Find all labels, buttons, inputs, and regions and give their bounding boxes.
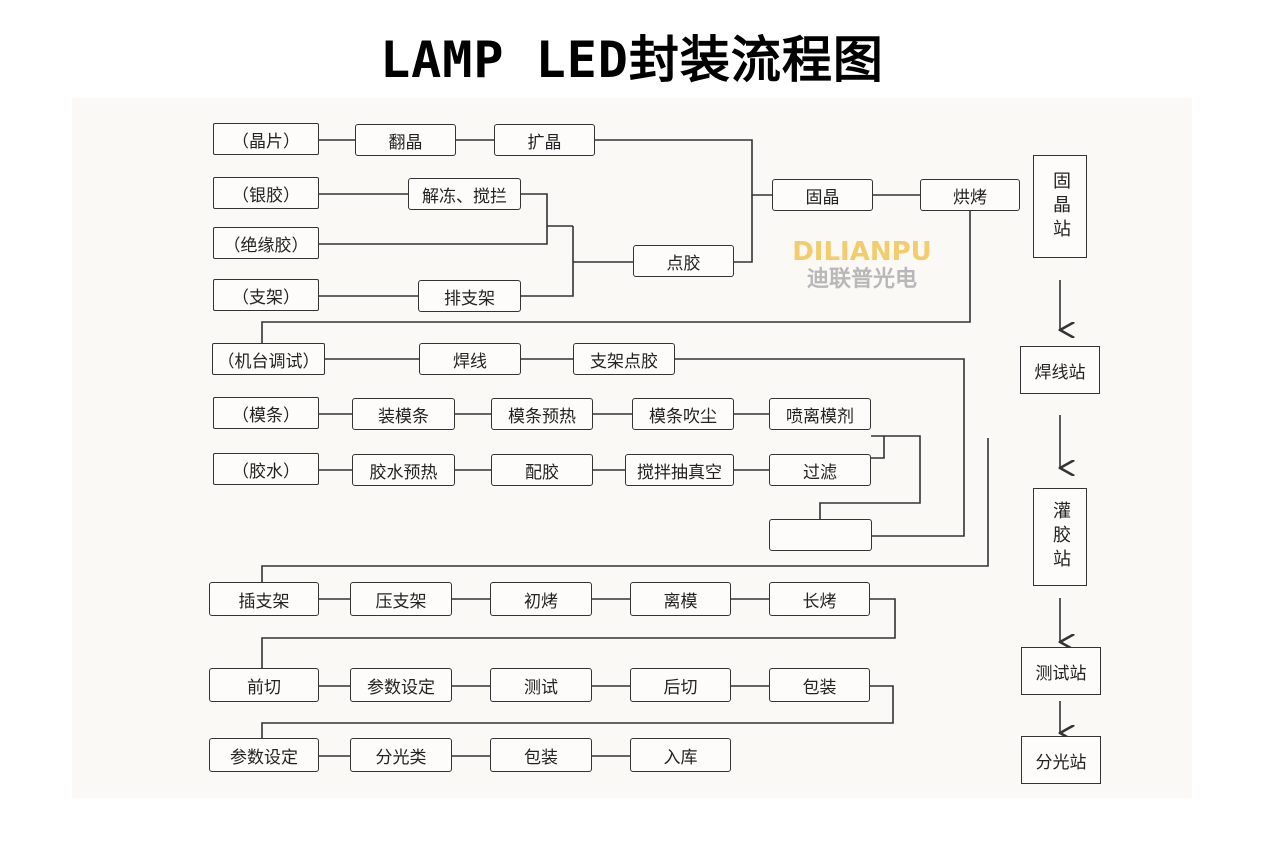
step-flip-wafer: 翻晶: [355, 124, 456, 156]
step-die-bond: 固晶: [772, 179, 873, 211]
brand-logo: DILIANPU 迪联普光电: [792, 238, 932, 294]
step-initial-bake: 初烤: [490, 582, 592, 616]
material-silver-paste: （银胶）: [213, 177, 319, 209]
step-insert-bracket: 插支架: [209, 582, 319, 616]
step-preheat-glue: 胶水预热: [352, 454, 455, 486]
step-dispense-glue: 点胶: [633, 245, 734, 277]
step-vacuum-stir: 搅拌抽真空: [625, 454, 734, 486]
station-wire-bond: 焊线站: [1020, 346, 1100, 394]
material-glue: （胶水）: [213, 453, 319, 485]
step-spray-release: 喷离模剂: [769, 398, 871, 430]
step-sorting: 分光类: [350, 738, 452, 772]
step-filter: 过滤: [769, 454, 871, 486]
logo-english: DILIANPU: [792, 237, 932, 267]
step-install-mold: 装模条: [352, 398, 455, 430]
step-arrange-bracket: 排支架: [418, 280, 521, 312]
step-bracket-dispense: 支架点胶: [573, 343, 675, 375]
step-package-2: 包装: [490, 738, 592, 772]
station-die-bond: 固晶站: [1033, 155, 1087, 258]
step-press-bracket: 压支架: [350, 582, 452, 616]
station-potting: 灌胶站: [1033, 488, 1087, 586]
step-expand-wafer: 扩晶: [494, 124, 595, 156]
step-baking: 烘烤: [920, 179, 1020, 211]
step-mix-glue: 配胶: [491, 454, 593, 486]
step-back-cut: 后切: [630, 668, 731, 702]
step-param-setting-2: 参数设定: [209, 738, 319, 772]
step-long-bake: 长烤: [769, 582, 870, 616]
step-warehouse: 入库: [630, 738, 731, 772]
station-test: 测试站: [1021, 647, 1101, 695]
material-insulating-glue: （绝缘胶）: [213, 227, 319, 259]
page-title: LAMP LED封装流程图: [380, 31, 884, 89]
step-demold: 离模: [630, 582, 731, 616]
step-test: 测试: [490, 668, 592, 702]
station-sorting: 分光站: [1021, 736, 1101, 784]
step-preheat-mold: 模条预热: [491, 398, 593, 430]
material-machine-debug: （机台调试）: [212, 343, 325, 375]
step-param-setting: 参数设定: [350, 668, 452, 702]
material-mold-strip: （模条）: [213, 397, 319, 429]
step-thaw-stir: 解冻、搅拦: [408, 178, 521, 210]
material-bracket: （支架）: [213, 279, 319, 311]
logo-chinese: 迪联普光电: [806, 267, 917, 292]
step-wire-bond: 焊线: [419, 343, 521, 375]
material-wafer: （晶片）: [213, 123, 319, 155]
step-package: 包装: [769, 668, 870, 702]
step-blow-dust: 模条吹尘: [632, 398, 734, 430]
step-potting: [769, 519, 872, 551]
step-front-cut: 前切: [209, 668, 319, 702]
